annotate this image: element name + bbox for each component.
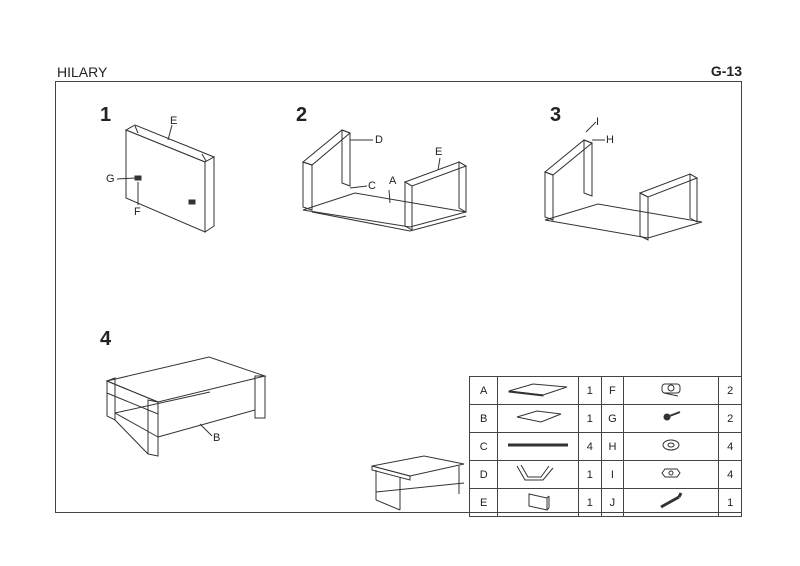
- product-code: G-13: [710, 63, 742, 79]
- part-letter: B: [468, 404, 499, 433]
- table-row: D 1 I 4: [468, 460, 742, 489]
- callout-i-step3: I: [596, 116, 600, 128]
- part-qty: 4: [578, 432, 602, 461]
- callout-h-step3: H: [606, 134, 614, 146]
- step1-side-panel: [116, 124, 216, 233]
- part-qty: 1: [578, 460, 602, 489]
- callout-a-step2: A: [389, 175, 397, 187]
- callout-d-step2: D: [375, 134, 383, 146]
- part-letter: E: [468, 488, 499, 517]
- callout-f-step1: F: [134, 206, 141, 218]
- instruction-frame: [55, 81, 742, 513]
- screw-icon: [623, 404, 720, 433]
- allen-key-icon: [623, 488, 720, 517]
- part-qty: 1: [578, 404, 602, 433]
- part-letter: H: [600, 432, 625, 461]
- product-name: HILARY: [57, 64, 108, 80]
- step3-assembly: [544, 121, 703, 241]
- glass-top-icon: [497, 376, 580, 405]
- step-number-3: 3: [550, 104, 562, 126]
- side-panel-icon: [497, 488, 580, 517]
- step-number-1: 1: [100, 104, 112, 126]
- part-qty: 1: [718, 488, 742, 517]
- part-qty: 1: [578, 376, 602, 405]
- callout-e-step1: E: [170, 115, 178, 127]
- glass-shelf-icon: [497, 404, 580, 433]
- part-qty: 4: [718, 432, 742, 461]
- part-letter: A: [468, 376, 499, 405]
- callout-g-step1: G: [106, 173, 115, 185]
- table-row: E 1 J 1: [468, 488, 742, 517]
- table-row: C 4 H 4: [468, 432, 742, 461]
- nut-icon: [623, 460, 720, 489]
- u-frame-icon: [497, 460, 580, 489]
- step-number-4: 4: [100, 328, 112, 350]
- parts-list-table: A 1 F 2 B 1 G 2 C: [468, 376, 742, 517]
- callout-b-step4: B: [213, 432, 221, 444]
- finished-table-preview: [371, 455, 465, 511]
- step4-table: [105, 356, 267, 457]
- table-row: B 1 G 2: [468, 404, 742, 433]
- callout-e-step2: E: [435, 146, 443, 158]
- callout-c-step2: C: [368, 180, 376, 192]
- rail-bar-icon: [497, 432, 580, 461]
- step-number-2: 2: [296, 104, 308, 126]
- part-qty: 2: [718, 376, 742, 405]
- step2-assembly: [301, 129, 468, 232]
- clamp-icon: [623, 376, 720, 405]
- table-row: A 1 F 2: [468, 376, 742, 405]
- part-qty: 4: [718, 460, 742, 489]
- washer-icon: [623, 432, 720, 461]
- part-letter: C: [468, 432, 499, 461]
- part-letter: J: [600, 488, 625, 517]
- part-qty: 1: [578, 488, 602, 517]
- part-letter: F: [600, 376, 625, 405]
- part-qty: 2: [718, 404, 742, 433]
- part-letter: D: [468, 460, 499, 489]
- part-letter: I: [600, 460, 625, 489]
- part-letter: G: [600, 404, 625, 433]
